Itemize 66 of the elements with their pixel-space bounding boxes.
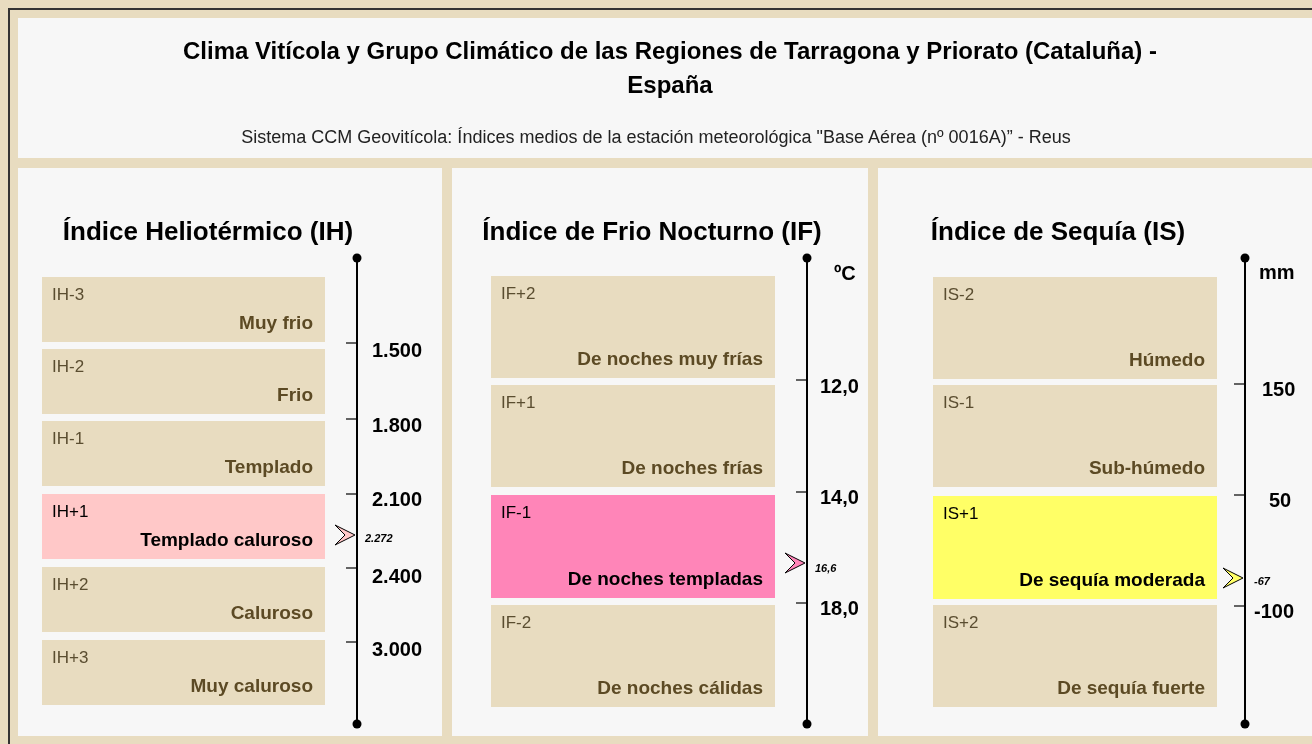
class-box: [42, 640, 325, 705]
class-code: IF+2: [501, 284, 536, 304]
class-code: IH+1: [52, 502, 89, 522]
class-name: Húmedo: [1129, 349, 1206, 371]
class-box: [491, 385, 775, 487]
class-name: Templado caluroso: [140, 529, 314, 551]
class-code: IH-1: [52, 429, 85, 449]
scale-tick-label: 12,0: [820, 374, 859, 399]
class-code: IF-1: [501, 503, 532, 523]
index-panel: [452, 168, 868, 736]
index-panel: [878, 168, 1312, 736]
class-code: IS-2: [943, 285, 975, 305]
class-code: IF-2: [501, 613, 532, 633]
class-name: Templado: [224, 456, 314, 478]
panel-heading: Índice de Frio Nocturno (IF): [482, 215, 822, 248]
highlighted-class-box: [933, 496, 1217, 599]
scale-tick-label: 1.500: [372, 338, 423, 363]
scale-tick-label: 3.000: [372, 637, 423, 662]
class-name: Sub-húmedo: [1088, 457, 1206, 479]
unit-label: ºC: [834, 261, 856, 286]
class-code: IS+1: [943, 504, 979, 524]
class-code: IS-1: [943, 393, 975, 413]
highlighted-class-box: [42, 494, 325, 559]
diagram-title: Clima Vitícola y Grupo Climático de las Regiones de Tarragona y Priorato (Cataluña) - España: [182, 36, 1158, 100]
scale-tick-label: 150: [1262, 377, 1296, 402]
scale-tick-label: 50: [1269, 488, 1292, 513]
class-code: IF+1: [501, 393, 536, 413]
class-name: De noches frías: [621, 457, 764, 479]
panel-heading: Índice de Sequía (IS): [930, 215, 1186, 248]
value-label: 2.272: [365, 531, 393, 546]
class-name: De noches templadas: [567, 568, 764, 590]
class-name: De noches cálidas: [597, 677, 764, 699]
scale-tick-label: 2.400: [372, 564, 423, 589]
class-code: IS+2: [943, 613, 979, 633]
class-box: [42, 567, 325, 632]
index-panel: [18, 168, 442, 736]
scale-tick-label: 14,0: [820, 485, 859, 510]
class-box: [491, 276, 775, 378]
class-name: De sequía fuerte: [1057, 677, 1206, 699]
class-name: Muy frio: [239, 312, 314, 334]
class-code: IH+3: [52, 648, 89, 668]
class-box: [933, 605, 1217, 707]
class-box: [933, 385, 1217, 487]
class-name: Muy caluroso: [190, 675, 314, 697]
class-code: IH-2: [52, 357, 85, 377]
panel-heading: Índice Heliotérmico (IH): [62, 215, 354, 248]
unit-label: mm: [1259, 260, 1295, 285]
class-box: [933, 277, 1217, 379]
class-name: Caluroso: [230, 602, 314, 624]
class-box: [42, 421, 325, 486]
class-code: IH+2: [52, 575, 89, 595]
scale-tick-label: -100: [1254, 599, 1295, 624]
class-name: De sequía moderada: [1019, 569, 1206, 591]
class-name: De noches muy frías: [577, 348, 764, 370]
scale-tick-label: 1.800: [372, 413, 423, 438]
highlighted-class-box: [491, 495, 775, 598]
class-box: [491, 605, 775, 707]
scale-tick-label: 18,0: [820, 596, 859, 621]
scale-tick-label: 2.100: [372, 487, 423, 512]
class-box: [42, 277, 325, 342]
value-label: -67: [1254, 574, 1270, 589]
value-label: 16,6: [815, 561, 837, 576]
class-name: Frio: [277, 384, 314, 406]
class-code: IH-3: [52, 285, 85, 305]
subtitle: Sistema CCM Geovitícola: Índices medios de la estación meteorológica "Base Aérea (nº 0016A)” - Reus: [240, 126, 1072, 149]
class-box: [42, 349, 325, 414]
